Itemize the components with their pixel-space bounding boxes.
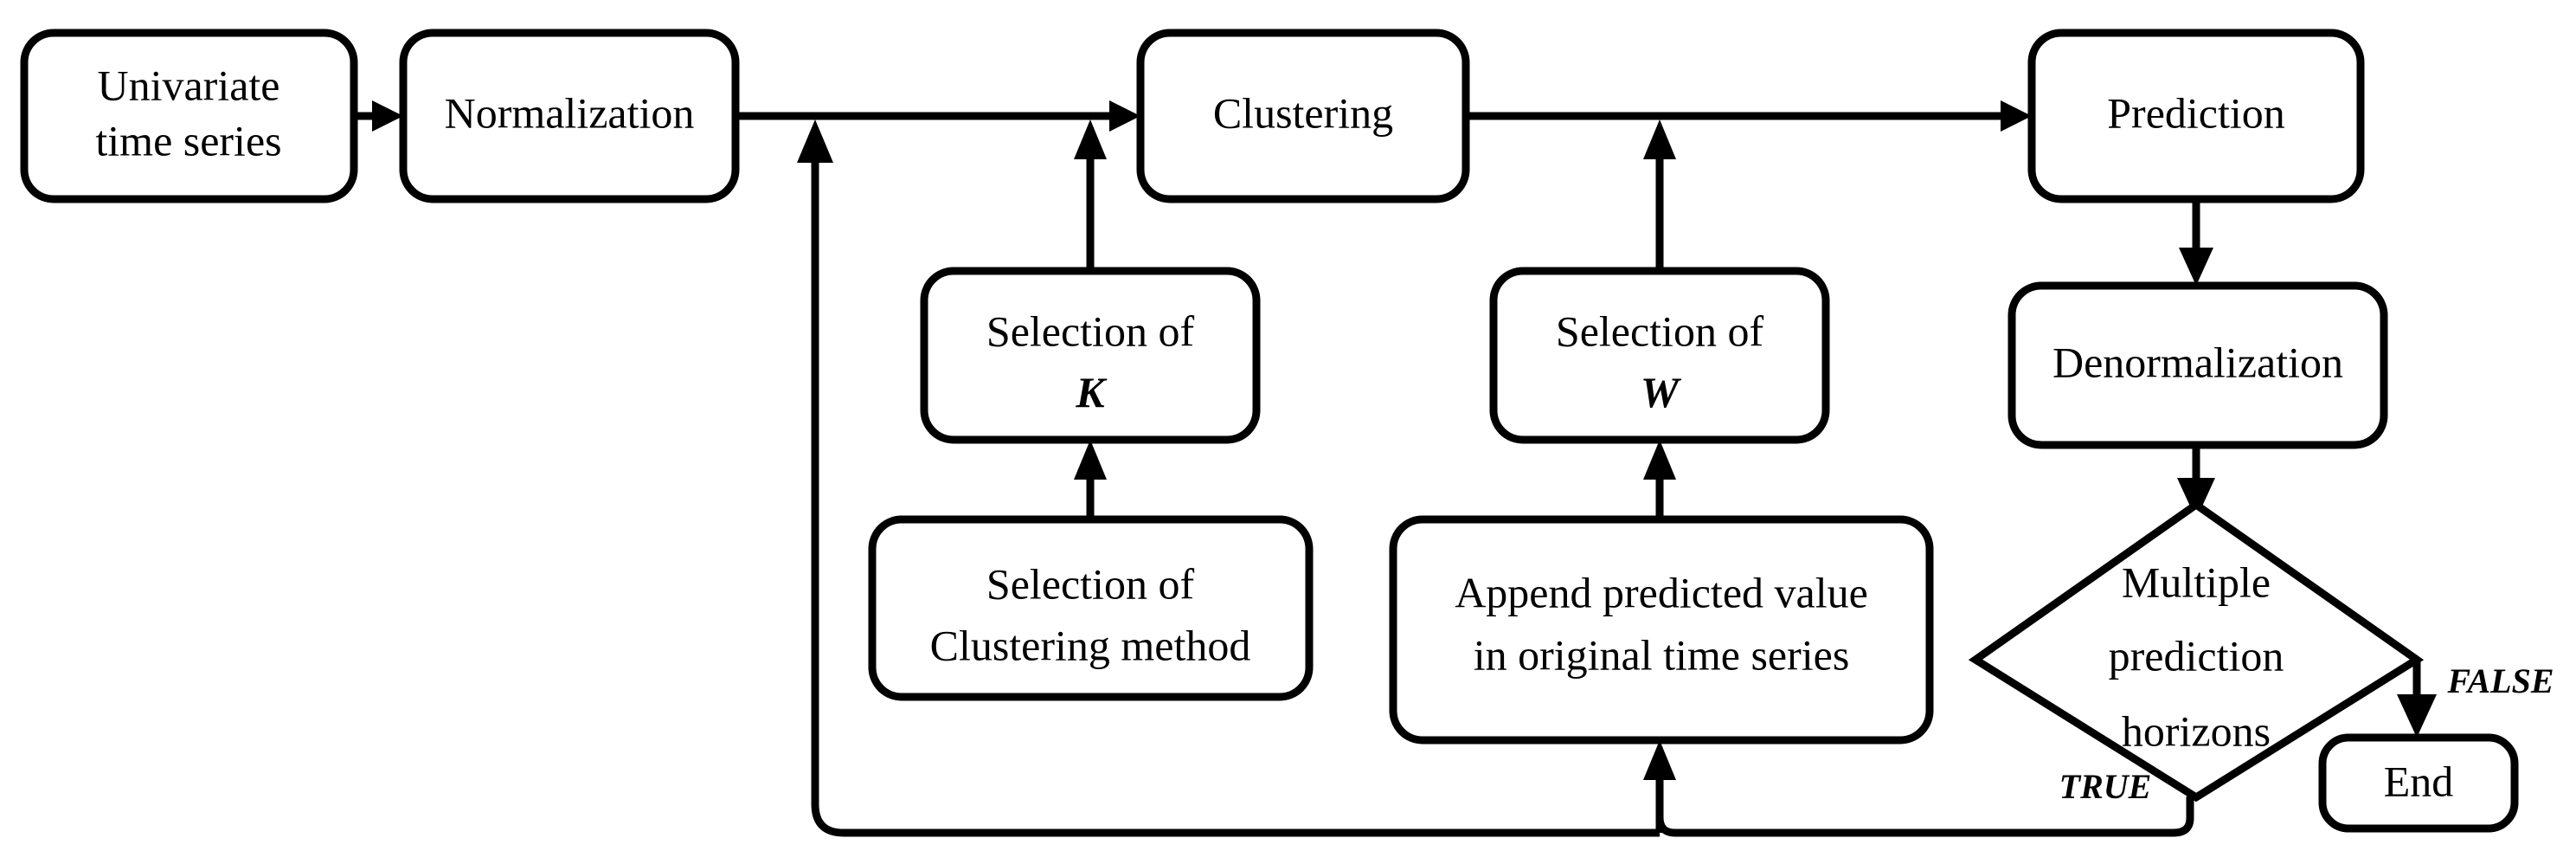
arrowhead-icon <box>2179 248 2213 286</box>
node-denormalization-label: Denormalization <box>2052 338 2343 386</box>
node-selection-w-line1: Selection of <box>1556 306 1764 355</box>
node-univariate-line1: Univariate <box>97 61 279 109</box>
edge-decision-false-to-end <box>2397 660 2437 738</box>
node-append-line1: Append predicted value <box>1455 568 1868 616</box>
arrowhead-icon <box>2397 694 2437 738</box>
arrowhead-icon <box>1109 100 1140 132</box>
node-append-line2: in original time series <box>1474 630 1850 679</box>
node-selection-of-k[interactable]: Selection of K <box>920 267 1261 444</box>
arrowhead-icon <box>797 119 833 163</box>
node-univariate-line2: time series <box>95 116 281 164</box>
node-selection-k-line1: Selection of <box>986 306 1195 355</box>
node-selection-w-variable: W <box>1641 368 1682 416</box>
edge-univariate-to-normalization <box>354 100 403 132</box>
node-decision-line3: horizons <box>2122 706 2271 755</box>
node-selection-k-variable: K <box>1075 368 1108 416</box>
node-normalization[interactable]: Normalization <box>399 29 740 203</box>
node-decision-line1: Multiple <box>2122 558 2271 606</box>
node-denormalization[interactable]: Denormalization <box>2007 281 2388 449</box>
edge-normalization-to-clustering <box>736 100 1140 132</box>
node-method-line1: Selection of <box>986 559 1195 608</box>
arrowhead-icon <box>2177 478 2215 519</box>
node-append-predicted-value[interactable]: Append predicted value in original time … <box>1389 515 1934 745</box>
node-selection-of-clustering-method[interactable]: Selection of Clustering method <box>868 515 1314 701</box>
node-end[interactable]: End <box>2318 733 2519 833</box>
node-prediction[interactable]: Prediction <box>2027 29 2365 203</box>
node-clustering[interactable]: Clustering <box>1136 29 1470 203</box>
arrowhead-icon <box>2001 100 2032 132</box>
arrowhead-icon <box>1643 440 1676 480</box>
arrowhead-icon <box>1643 740 1676 780</box>
node-normalization-label: Normalization <box>445 88 695 137</box>
node-decision-multiple-prediction-horizons[interactable]: Multiple prediction horizons <box>1968 500 2425 803</box>
arrowhead-icon <box>372 100 403 132</box>
arrowhead-icon <box>1074 119 1107 159</box>
edge-label-false: FALSE <box>2446 661 2554 700</box>
node-selection-of-w[interactable]: Selection of W <box>1489 267 1830 444</box>
edge-label-true: TRUE <box>2059 767 2152 806</box>
node-univariate-time-series[interactable]: Univariate time series <box>20 29 358 203</box>
edge-method-to-selection-k <box>1074 440 1107 519</box>
edge-feedback-loop-to-mainline <box>797 119 1660 837</box>
arrowhead-icon <box>1074 440 1107 480</box>
node-prediction-label: Prediction <box>2107 88 2285 137</box>
edge-selection-k-to-clustering <box>1074 119 1107 271</box>
node-method-line2: Clustering method <box>930 621 1251 669</box>
edge-clustering-to-prediction <box>1466 100 2032 132</box>
edge-decision-true-to-append <box>1643 740 2194 837</box>
node-clustering-label: Clustering <box>1213 88 1393 137</box>
edge-denormalization-to-decision <box>2177 445 2215 519</box>
node-decision-line2: prediction <box>2109 631 2284 680</box>
node-end-label: End <box>2384 757 2454 805</box>
edge-prediction-to-denormalization <box>2179 199 2213 286</box>
arrowhead-icon <box>1643 119 1676 159</box>
edge-append-to-selection-w <box>1643 440 1676 519</box>
edge-selection-w-to-mainline <box>1643 119 1676 271</box>
